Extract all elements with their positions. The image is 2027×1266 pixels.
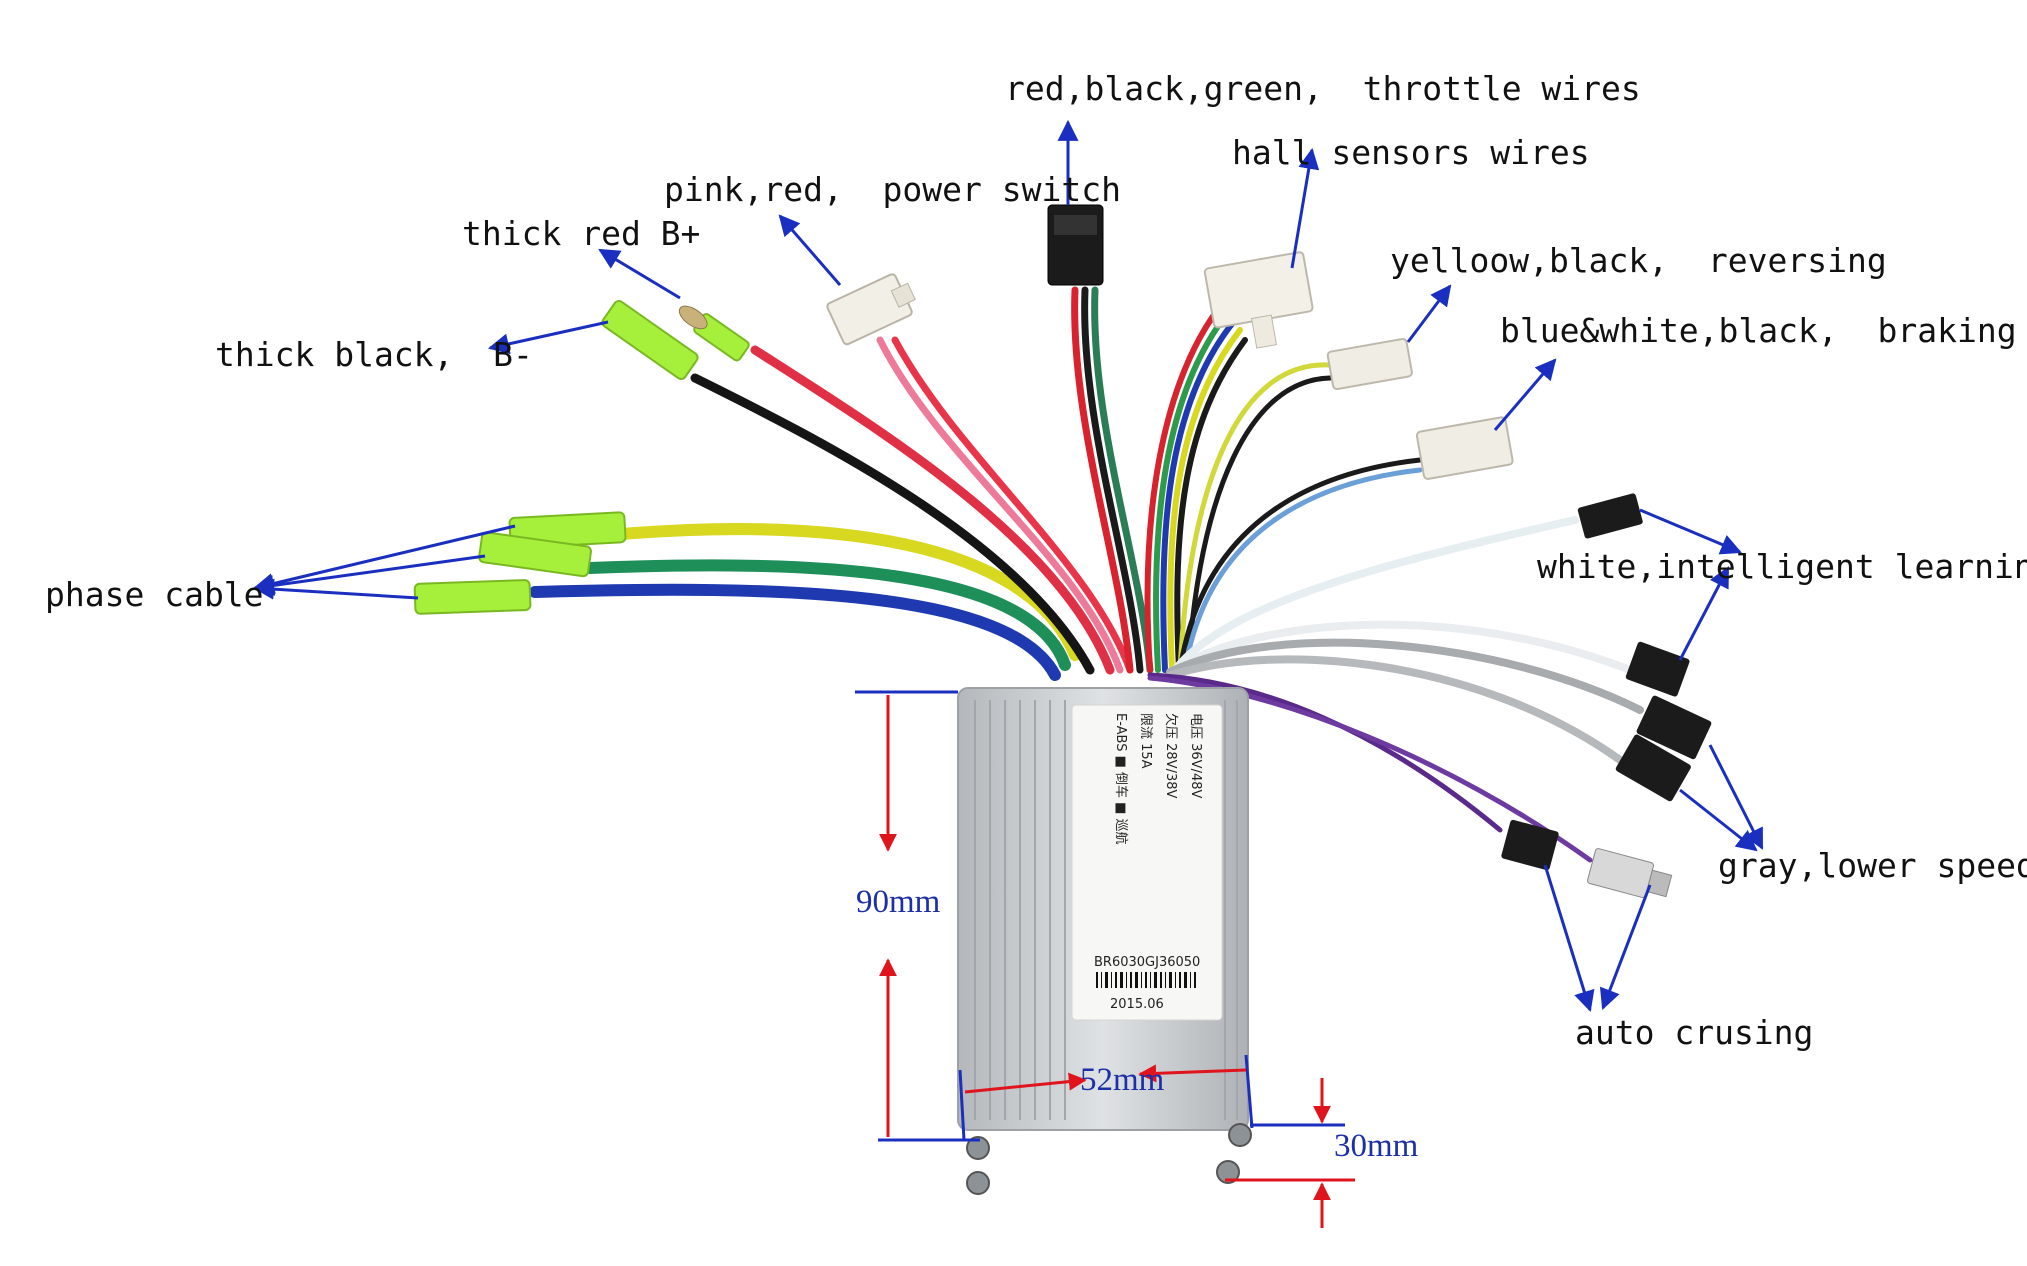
controller-housing: 电压 36V/48V 欠压 28V/38V 限流 15A E-ABS ■ 倒车 … bbox=[957, 687, 1252, 1195]
arrow-cruise-1 bbox=[1543, 864, 1595, 1013]
sticker-model: BR6030GJ36050 bbox=[1094, 955, 1200, 970]
sticker-line-2: 欠压 28V/38V bbox=[1163, 713, 1179, 798]
arrow-hall bbox=[1290, 147, 1320, 269]
wire-hall-green bbox=[1153, 307, 1233, 673]
dim-30-label: 30mm bbox=[1334, 1128, 1419, 1164]
wire-hall-black bbox=[1174, 337, 1248, 673]
label-hall: hall sensors wires bbox=[1232, 133, 1590, 172]
learning-plug-2 bbox=[1625, 641, 1690, 697]
label-cruise: auto crusing bbox=[1575, 1013, 1813, 1052]
braking-plug bbox=[1415, 416, 1514, 480]
wire-learning-white bbox=[1171, 516, 1579, 674]
wire-phase-green bbox=[584, 559, 1071, 671]
b-plus-connector bbox=[678, 305, 750, 362]
phase-connector-3 bbox=[413, 579, 532, 615]
wire-learning-white-2 bbox=[1171, 620, 1634, 674]
wire-throttle-green bbox=[1091, 286, 1154, 674]
dim-90-label: 90mm bbox=[856, 884, 941, 920]
label-phase: phase cable bbox=[45, 575, 264, 614]
wire-throttle-black bbox=[1081, 286, 1144, 674]
arrow-learning-1 bbox=[1639, 508, 1742, 555]
wire-hall-yellow bbox=[1167, 327, 1243, 673]
arrow-phase-1 bbox=[252, 524, 516, 594]
dim-52-ext-right bbox=[1244, 1054, 1254, 1129]
hall-sensor-plug bbox=[1203, 251, 1314, 349]
wire-power-pink bbox=[876, 336, 1124, 674]
arrow-braking bbox=[1493, 358, 1557, 431]
sticker-line-1: 电压 36V/48V bbox=[1188, 713, 1203, 798]
label-learning: white,intelligent learning bbox=[1537, 547, 2027, 586]
callout-arrows bbox=[252, 119, 1764, 1013]
barcode bbox=[1096, 972, 1196, 988]
wire-lower-speed-gray bbox=[1166, 638, 1644, 714]
wire-labels: red,black,green, throttle wires hall sen… bbox=[45, 69, 2027, 1052]
controller-label-sticker: 电压 36V/48V 欠压 28V/38V 限流 15A E-ABS ■ 倒车 … bbox=[1071, 704, 1223, 1021]
wire-lower-speed-gray-2 bbox=[1164, 655, 1624, 764]
arrow-learning-2 bbox=[1678, 566, 1730, 661]
wire-hall-blue bbox=[1160, 317, 1238, 673]
sticker-line-4: E-ABS ■ 倒车 ■ 巡航 bbox=[1113, 713, 1129, 845]
wire-cruise-purple-2 bbox=[1147, 675, 1593, 863]
label-braking: blue&white,black, braking bbox=[1500, 311, 2017, 350]
throttle-plug bbox=[1047, 204, 1104, 286]
label-lower-speed: gray,lower speed bbox=[1718, 846, 2027, 885]
reversing-plug bbox=[1326, 337, 1413, 391]
wire-phase-blue bbox=[529, 583, 1061, 681]
power-switch-plug bbox=[826, 273, 916, 346]
dim-52-arrow-left bbox=[964, 1072, 1087, 1094]
label-power-switch: pink,red, power switch bbox=[664, 170, 1121, 209]
dim-52-arrow-right bbox=[1138, 1064, 1247, 1083]
wire-reverse-yellow bbox=[1177, 362, 1333, 673]
arrow-phase-2 bbox=[252, 554, 486, 596]
phase-connector-2 bbox=[478, 531, 592, 578]
mounting-screws bbox=[966, 1123, 1252, 1195]
wire-bundle bbox=[529, 286, 1644, 863]
wire-throttle-red bbox=[1071, 286, 1134, 674]
wire-brake-blue-white bbox=[1182, 467, 1423, 673]
arrow-cruise-2 bbox=[1599, 884, 1652, 1010]
dimension-lines: 90mm 52mm 30mm bbox=[855, 690, 1419, 1228]
wire-hall-red bbox=[1144, 297, 1228, 673]
wire-power-red bbox=[891, 336, 1134, 674]
dim-52-label: 52mm bbox=[1080, 1062, 1165, 1098]
arrow-lower-speed-2 bbox=[1679, 788, 1758, 852]
arrow-reversing bbox=[1406, 284, 1452, 343]
dim-52-ext-left bbox=[958, 1069, 966, 1141]
wire-thick-black bbox=[690, 373, 1095, 675]
wire-reverse-black bbox=[1185, 375, 1333, 673]
connectors bbox=[413, 204, 1712, 899]
lower-speed-plug-1 bbox=[1636, 695, 1712, 760]
wire-thick-red bbox=[750, 345, 1115, 675]
label-thick-red: thick red B+ bbox=[462, 214, 700, 253]
label-thick-black: thick black, B- bbox=[215, 335, 533, 374]
b-minus-connector bbox=[601, 299, 699, 381]
arrow-b-minus bbox=[487, 320, 609, 355]
arrow-b-plus bbox=[598, 248, 681, 300]
wire-brake-black bbox=[1177, 457, 1423, 673]
arrow-power-switch bbox=[778, 214, 842, 286]
learning-plug-1 bbox=[1577, 493, 1643, 539]
cruise-plug-2 bbox=[1587, 848, 1673, 899]
label-reversing: yelloow,black, reversing bbox=[1390, 241, 1887, 280]
cruise-plug-1 bbox=[1501, 819, 1559, 871]
lower-speed-plug-2 bbox=[1615, 734, 1691, 802]
arrow-phase-3 bbox=[252, 578, 419, 600]
label-throttle: red,black,green, throttle wires bbox=[1005, 69, 1641, 108]
housing-fins bbox=[974, 700, 1238, 1120]
sticker-line-3: 限流 15A bbox=[1138, 713, 1153, 769]
sticker-date: 2015.06 bbox=[1110, 997, 1164, 1012]
